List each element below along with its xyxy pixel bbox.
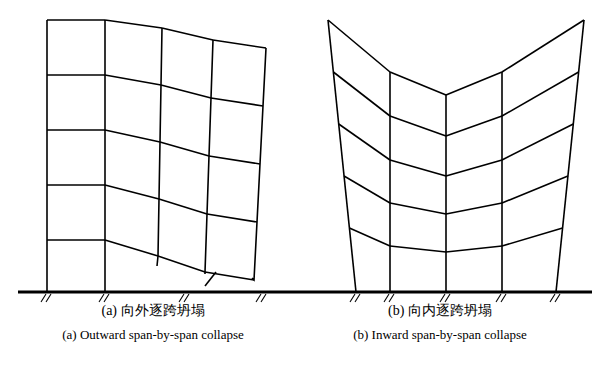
frame-member <box>105 75 161 85</box>
frame-member <box>446 160 502 176</box>
frame-member <box>46 294 51 302</box>
frame-member <box>104 20 106 292</box>
frame-member <box>159 199 207 214</box>
frame-member <box>333 72 390 116</box>
frame-member <box>256 294 261 302</box>
frame-member <box>161 85 211 98</box>
frame-member <box>104 294 109 302</box>
frame-member <box>344 176 390 203</box>
frame-member <box>496 294 501 302</box>
frame-member <box>205 272 216 286</box>
frame-member <box>157 28 162 266</box>
frame-member <box>105 240 158 256</box>
frame-member <box>446 116 502 136</box>
frame-member <box>47 184 105 186</box>
frame-member <box>446 203 502 214</box>
frame-lines <box>18 20 592 302</box>
frame-member <box>99 294 104 302</box>
frame-member <box>355 294 360 302</box>
frame-member <box>445 95 447 292</box>
frame-member <box>502 124 573 160</box>
frame-member <box>384 294 389 302</box>
frame-member <box>550 294 555 302</box>
frame-member <box>390 246 446 252</box>
frame-member <box>205 40 213 274</box>
frame-member <box>446 72 502 95</box>
frame-member <box>502 228 563 246</box>
frame-member <box>390 160 446 176</box>
frame-member <box>339 124 390 160</box>
frame-member <box>440 294 445 302</box>
frame-member <box>46 20 48 292</box>
frame-member <box>349 228 390 246</box>
frame-member <box>252 48 266 280</box>
frame-member <box>328 20 356 292</box>
frame-member <box>47 129 105 131</box>
frame-member <box>213 40 266 48</box>
frame-member <box>41 294 46 302</box>
frame-member <box>389 72 391 292</box>
frame-member <box>179 294 184 302</box>
frame-member <box>556 20 584 292</box>
frame-member <box>328 20 390 72</box>
frame-member <box>160 142 209 156</box>
subfigure-caption: (b) 向内逐跨坍塌 <box>388 303 492 320</box>
frame-member <box>207 214 257 222</box>
frame-member <box>390 72 446 95</box>
frame-member <box>47 239 105 241</box>
frame-member <box>261 294 266 302</box>
frame-member <box>502 176 568 203</box>
frame-member <box>158 256 205 272</box>
frame-member <box>105 130 160 142</box>
subfigure-caption: (a) Outward span-by-span collapse <box>62 327 244 343</box>
frame-member <box>501 72 503 292</box>
frame-member <box>446 246 502 252</box>
frame-member <box>390 116 446 136</box>
frame-member <box>389 294 394 302</box>
frame-member <box>501 294 506 302</box>
frame-member <box>184 294 189 302</box>
frame-member <box>47 74 105 76</box>
subfigure-caption: (a) 向外逐跨坍塌 <box>101 303 204 320</box>
frame-member <box>47 19 105 21</box>
frame-member <box>502 20 584 72</box>
frame-member <box>555 294 560 302</box>
frame-member <box>390 203 446 214</box>
subfigure-caption: (b) Inward span-by-span collapse <box>353 327 527 343</box>
frame-member <box>350 294 355 302</box>
frame-member <box>162 28 213 40</box>
frame-member <box>105 185 159 199</box>
frame-member <box>18 290 592 293</box>
frame-member <box>209 156 260 164</box>
frame-member <box>445 294 450 302</box>
frame-member <box>211 98 263 106</box>
frame-member <box>502 72 579 116</box>
frame-member <box>105 20 162 28</box>
